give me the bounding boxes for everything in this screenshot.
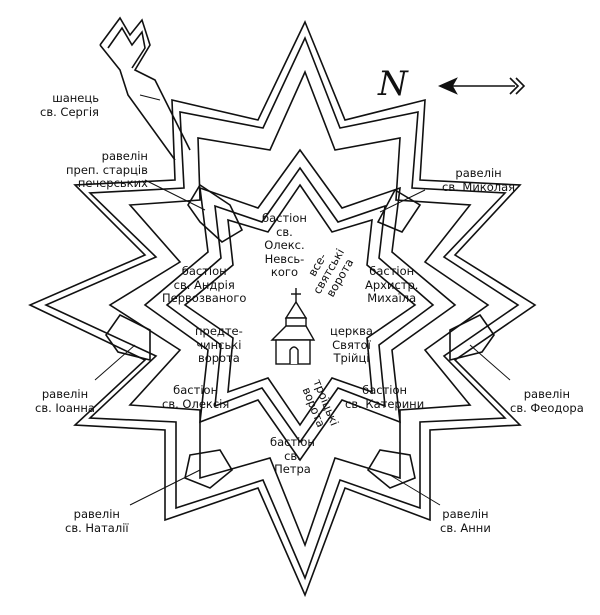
label-ravelin-natalii: равелін св. Наталії bbox=[65, 507, 129, 535]
inner-court bbox=[183, 183, 417, 427]
label-bastion-oleksiia: бастіон св. Олексія bbox=[162, 383, 230, 411]
ravelin-shapes bbox=[105, 183, 495, 489]
main-rampart-outer bbox=[143, 148, 457, 462]
leader-lines bbox=[94, 94, 511, 506]
label-bastion-oleks-nevskoho: бастіон св. Олекс. Невсь- кого bbox=[262, 211, 307, 279]
label-predtechynski-vorota: предте- чинські ворота bbox=[195, 324, 243, 365]
north-letter: N bbox=[378, 64, 408, 104]
church-icon bbox=[270, 288, 316, 365]
shanets-sergia-shape bbox=[99, 16, 191, 161]
label-ravelin-startsiv: равелін преп. старців печерських bbox=[66, 149, 148, 190]
main-rampart-inner bbox=[165, 166, 435, 444]
label-ravelin-feodora: равелін св. Феодора bbox=[510, 387, 584, 415]
label-bastion-mykhaila: бастіон Архистр. Михаїла bbox=[365, 264, 419, 305]
label-bastion-petra: бастіон св. Петра bbox=[270, 435, 315, 476]
label-tserkva: церква Святої Трійці bbox=[330, 324, 373, 365]
north-arrow-icon bbox=[438, 77, 526, 95]
label-ravelin-mykolaia: равелін св. Миколая bbox=[442, 166, 516, 194]
label-shanets-sergia: шанець св. Сергія bbox=[40, 91, 99, 119]
outer-star-inner bbox=[44, 35, 520, 581]
label-ravelin-anny: равелін св. Анни bbox=[440, 507, 491, 535]
label-bastion-andriia: бастіон св. Андрія Первозваного bbox=[162, 264, 247, 305]
outer-star-outline bbox=[28, 20, 537, 598]
label-ravelin-ioanna: равелін св. Іоанна bbox=[35, 387, 95, 415]
label-bastion-kateryny: бастіон св. Катерини bbox=[345, 383, 425, 411]
covered-way bbox=[108, 69, 490, 548]
